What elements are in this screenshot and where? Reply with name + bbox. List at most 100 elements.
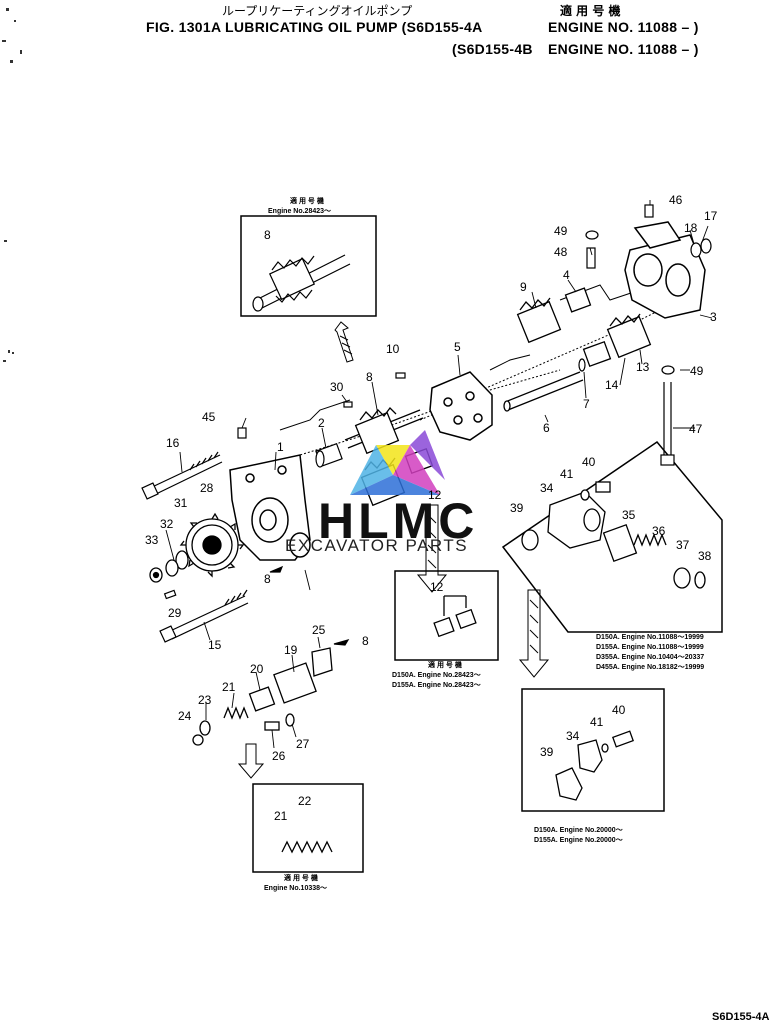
key-29 (163, 589, 177, 600)
inset-top-gear (252, 254, 351, 312)
part-label-2: 2 (318, 416, 325, 430)
part-label-28: 28 (200, 481, 214, 495)
part-label-39: 39 (510, 501, 524, 515)
pump-body (229, 454, 311, 561)
part-label-8b: 8 (264, 572, 271, 586)
watermark-logo-shape (350, 430, 445, 495)
inset-box-top (240, 215, 377, 317)
footer-code: S6D155-4A (712, 1011, 770, 1023)
watermark-subtitle: EXCAVATOR PARTS (285, 536, 469, 555)
part-label-27: 27 (296, 737, 310, 751)
watermark-logo: HLMC (318, 493, 479, 549)
inset-right-top-note-3: D355A. Engine No.10404～20337 (596, 654, 705, 661)
relief-valve-assembly (192, 647, 333, 746)
part-label-35: 35 (622, 508, 636, 522)
part-label-22: 22 (298, 794, 312, 808)
part-label-5: 5 (454, 340, 461, 354)
part-label-12-inset: 12 (430, 580, 444, 594)
inset-box-right-top (501, 440, 723, 633)
inset-right-bottom-parts (555, 730, 635, 801)
part-label-20: 20 (250, 662, 264, 676)
bushing-2 (315, 442, 343, 468)
inset-middle-jp: 適 用 号 機 (428, 662, 462, 669)
part-label-24: 24 (178, 709, 192, 723)
pin-30 (343, 401, 353, 408)
part-label-8c: 8 (362, 634, 369, 648)
part-label-10: 10 (386, 342, 400, 356)
drive-gear-28 (179, 512, 245, 578)
inset-middle-note-1: D150A. Engine No.28423～ (392, 672, 481, 679)
inset-bottom-spring (281, 840, 333, 854)
part-label-34: 34 (540, 481, 554, 495)
part-label-12: 12 (428, 488, 442, 502)
part-label-15: 15 (208, 638, 222, 652)
part-label-21-inset: 21 (274, 809, 288, 823)
part-label-39-inset: 39 (540, 745, 554, 759)
fasteners-right (585, 204, 712, 375)
part-label-47: 47 (689, 422, 703, 436)
scan-noise (2, 8, 22, 362)
inset-right-top-parts (521, 481, 706, 589)
part-label-13: 13 (636, 360, 650, 374)
inset-top-note: Engine No.28423～ (268, 208, 332, 215)
part-label-17: 17 (704, 209, 718, 223)
part-label-8-inset: 8 (264, 228, 271, 242)
part-label-34-inset: 34 (566, 729, 580, 743)
part-label-14: 14 (605, 378, 619, 392)
jp-title: ループリケーティングオイルポンプ (222, 4, 413, 18)
part-label-19: 19 (284, 643, 298, 657)
part-label-6: 6 (543, 421, 550, 435)
part-label-31: 31 (174, 496, 188, 510)
part-label-9: 9 (520, 280, 527, 294)
part-label-30: 30 (330, 380, 344, 394)
part-label-41-inset: 41 (590, 715, 604, 729)
inset-box-middle (394, 570, 499, 661)
inset-middle-bushings (433, 595, 477, 638)
part-label-29: 29 (168, 606, 182, 620)
inset-bottom-jp: 適 用 号 機 (284, 875, 318, 882)
gear-9 (516, 287, 592, 344)
inset-box-bottom (252, 783, 364, 873)
part-label-7: 7 (583, 397, 590, 411)
leader-lines (165, 200, 713, 749)
engine-range-1: ENGINE NO. 11088 – ) (548, 19, 699, 35)
part-label-36: 36 (652, 524, 666, 538)
part-label-21: 21 (222, 680, 236, 694)
engine-range-2: ENGINE NO. 11088 – ) (548, 41, 699, 57)
part-label-48: 48 (554, 245, 568, 259)
inset-right-top-note-2: D155A. Engine No.11088～19999 (596, 644, 704, 651)
inset-top-jp: 適 用 号 機 (290, 198, 324, 205)
part-label-26: 26 (272, 749, 286, 763)
inset-right-bottom-note-2: D155A. Engine No.20000～ (534, 837, 623, 844)
inset-right-bottom-note-1: D150A. Engine No.20000～ (534, 827, 623, 834)
washers-left (149, 550, 189, 583)
pin-10 (395, 372, 406, 379)
inset-middle-note-2: D155A. Engine No.28423～ (392, 682, 481, 689)
bolt-47 (660, 382, 675, 466)
jp-applicable-header: 適 用 号 機 (560, 4, 621, 18)
bolt-15 (159, 589, 249, 643)
arrow-markers (269, 565, 350, 646)
part-label-16: 16 (166, 436, 180, 450)
housing-3 (624, 221, 706, 319)
inset-box-right-bottom (521, 688, 665, 812)
figure-title: FIG. 1301A LUBRICATING OIL PUMP (S6D155-… (146, 19, 483, 35)
shaft-6 (503, 371, 584, 412)
part-label-49b: 49 (690, 364, 704, 378)
inset-right-top-note-1: D150A. Engine No.11088～19999 (596, 634, 704, 641)
hatched-arrows (237, 504, 550, 779)
gear-13 (582, 313, 652, 368)
inset-bottom-note: Engine No.10338～ (264, 885, 328, 892)
model-variant-2: (S6D155-4B (452, 41, 533, 57)
pin-45 (237, 427, 247, 439)
part-label-45: 45 (202, 410, 216, 424)
bolt-16 (141, 451, 223, 500)
part-label-25: 25 (312, 623, 326, 637)
part-label-33: 33 (145, 533, 159, 547)
cover-5 (429, 371, 493, 441)
part-label-38: 38 (698, 549, 712, 563)
part-label-18: 18 (684, 221, 698, 235)
ring-7 (578, 358, 586, 372)
part-label-8a: 8 (366, 370, 373, 384)
